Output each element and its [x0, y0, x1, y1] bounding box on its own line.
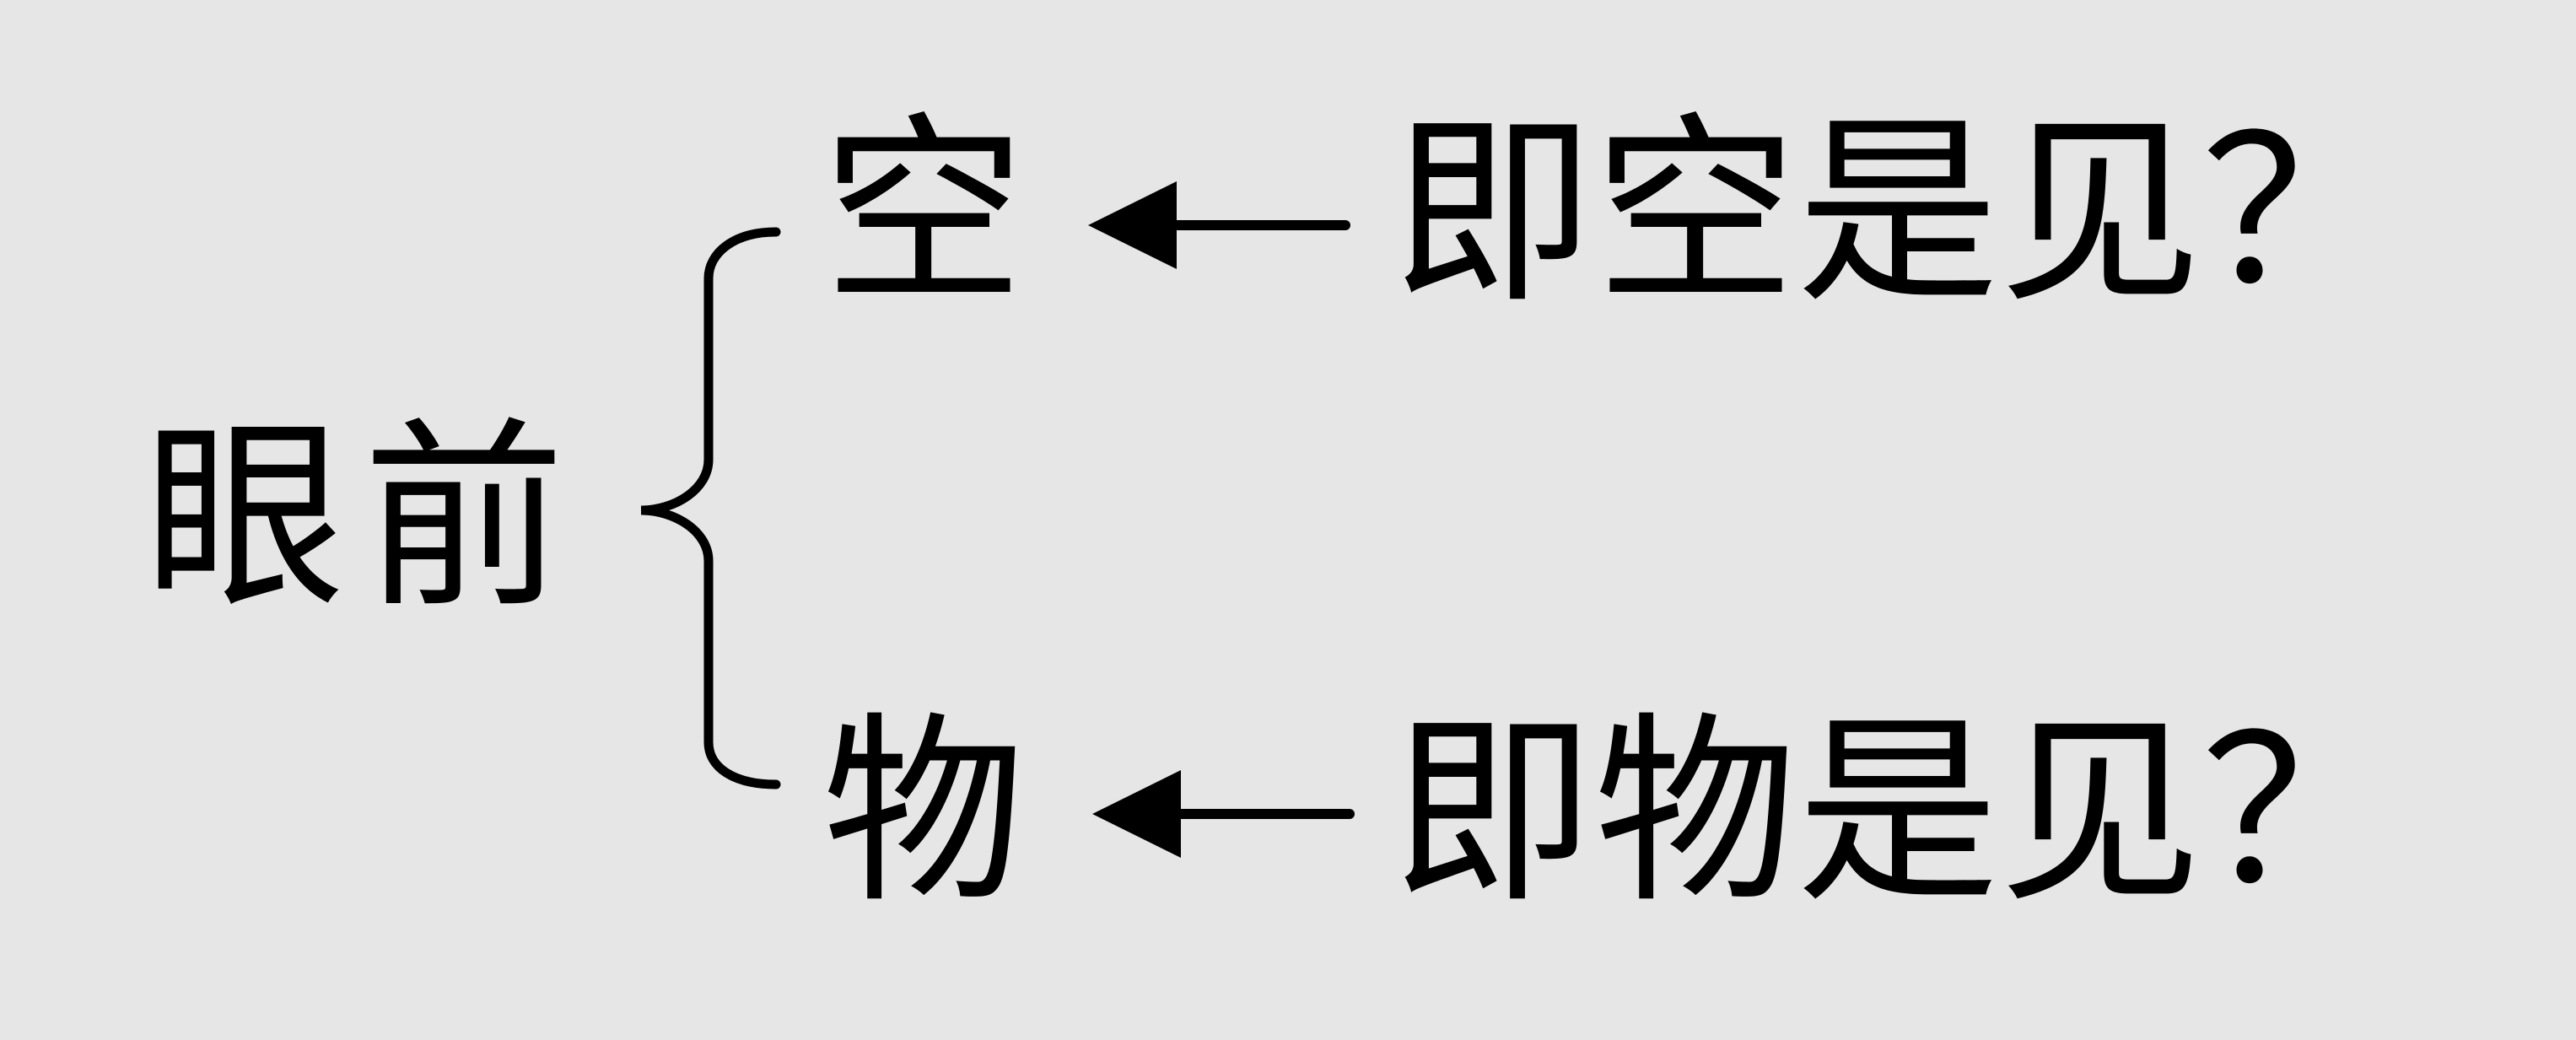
- curly-brace: [640, 227, 781, 789]
- left-term: 眼前: [143, 400, 582, 636]
- bottom-arrow-head: [1092, 770, 1181, 858]
- bottom-branch-question: 即物是见？: [1392, 694, 2405, 930]
- top-branch-question: 即空是见？: [1392, 94, 2405, 331]
- top-arrow-head: [1088, 181, 1177, 269]
- top-branch-term: 空: [822, 94, 1026, 331]
- bottom-branch-term: 物: [822, 694, 1026, 930]
